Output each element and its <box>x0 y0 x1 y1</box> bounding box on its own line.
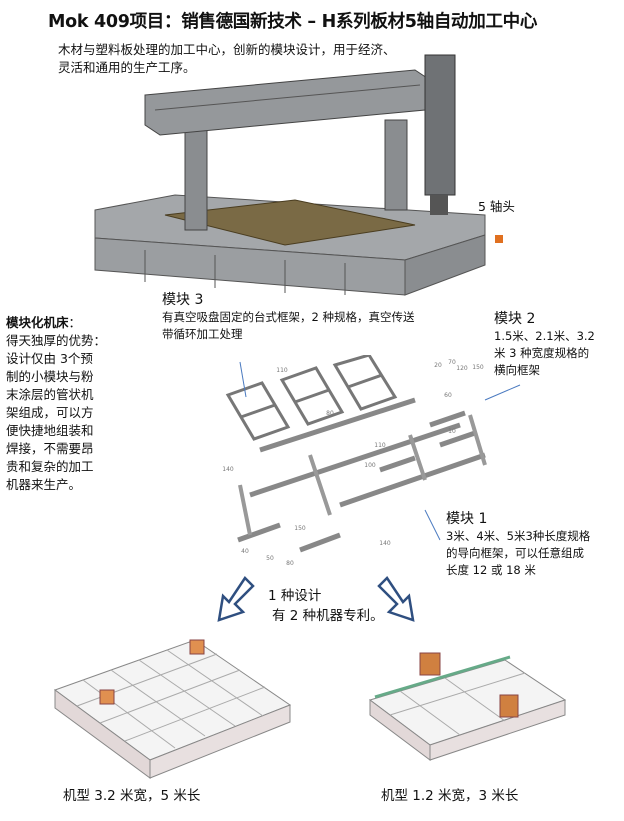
svg-text:120: 120 <box>456 365 468 372</box>
svg-text:40: 40 <box>241 548 249 555</box>
svg-text:140: 140 <box>379 540 391 547</box>
module-2-title: 模块 2 <box>494 311 536 327</box>
gantry-machine-illustration <box>94 54 503 296</box>
sidebar-line: 末涂层的管状机 <box>6 387 94 402</box>
large-machine-illustration <box>53 639 292 779</box>
sidebar-line: 架组成，可以方 <box>6 405 94 420</box>
5-axis-head-label: 5 轴头 <box>478 199 515 214</box>
sidebar-line: 机器来生产。 <box>6 477 82 492</box>
svg-text:20: 20 <box>434 362 442 369</box>
module-2-line: 1.5米、2.1米、3.2 <box>494 329 595 343</box>
part-label: 110 <box>276 367 288 374</box>
svg-text:80: 80 <box>286 560 294 567</box>
sidebar-line: 焊接，不需要昂 <box>6 441 94 456</box>
module-2-line: 横向框架 <box>494 363 540 377</box>
module-3-line: 带循环加工处理 <box>162 327 243 341</box>
sidebar-line: 得天独厚的优势： <box>6 333 107 348</box>
heading-colon: ： <box>68 315 82 330</box>
svg-text:10: 10 <box>448 428 456 435</box>
svg-text:50: 50 <box>266 555 274 562</box>
modular-heading: 模块化机床 <box>6 315 69 330</box>
sidebar-line: 便快捷地组装和 <box>6 423 94 438</box>
accent-part <box>495 235 503 243</box>
svg-text:80: 80 <box>326 410 334 417</box>
module-1-text: 模块 1 3米、4米、5米3种长度规格 的导向框架，可以任意组成 长度 12 或… <box>446 510 590 579</box>
sidebar-line: 制的小模块与粉 <box>6 369 94 384</box>
modular-machine-description: 模块化机床： 得天独厚的优势： 设计仅由 3个预 制的小模块与粉 末涂层的管状机… <box>6 314 131 494</box>
arrow-right-icon <box>377 576 415 622</box>
small-model-caption: 机型 1.2 米宽，3 米长 <box>381 788 519 804</box>
design-note-line: 1 种设计 <box>268 588 322 604</box>
arrow-left-icon <box>217 576 255 622</box>
module-2-text: 模块 2 1.5米、2.1米、3.2 米 3 种宽度规格的 横向框架 <box>494 310 595 379</box>
svg-text:150: 150 <box>472 364 484 371</box>
module-3-text: 模块 3 有真空吸盘固定的台式框架，2 种规格，真空传送 带循环加工处理 <box>162 291 414 343</box>
sidebar-line: 设计仅由 3个预 <box>6 351 93 366</box>
svg-text:150: 150 <box>294 525 306 532</box>
module-2-line: 米 3 种宽度规格的 <box>494 346 590 360</box>
module-1-line: 长度 12 或 18 米 <box>446 563 536 577</box>
page-title: Mok 409项目：销售德国新技术 – H系列板材5轴自动加工中心 <box>48 12 538 32</box>
intro-text: 木材与塑料板处理的加工中心，创新的模块设计，用于经济、 灵活和通用的生产工序。 <box>58 41 396 77</box>
module-1-line: 3米、4米、5米3种长度规格 <box>446 529 591 543</box>
svg-text:100: 100 <box>364 462 376 469</box>
module-3-line: 有真空吸盘固定的台式框架，2 种规格，真空传送 <box>162 310 415 324</box>
svg-text:140: 140 <box>222 466 234 473</box>
small-machine-illustration <box>368 652 567 761</box>
sidebar-line: 贵和复杂的加工 <box>6 459 94 474</box>
module-1-title: 模块 1 <box>446 511 488 527</box>
design-note-line: 有 2 种机器专利。 <box>272 608 384 624</box>
intro-line: 灵活和通用的生产工序。 <box>58 60 196 75</box>
large-model-caption: 机型 3.2 米宽，5 米长 <box>63 788 201 804</box>
intro-line: 木材与塑料板处理的加工中心，创新的模块设计，用于经济、 <box>58 42 396 57</box>
svg-text:70: 70 <box>448 359 456 366</box>
module-3-title: 模块 3 <box>162 292 204 308</box>
svg-text:60: 60 <box>444 392 452 399</box>
module-1-line: 的导向框架，可以任意组成 <box>446 546 584 560</box>
design-note: 1 种设计 有 2 种机器专利。 <box>268 586 384 626</box>
svg-text:110: 110 <box>374 442 386 449</box>
